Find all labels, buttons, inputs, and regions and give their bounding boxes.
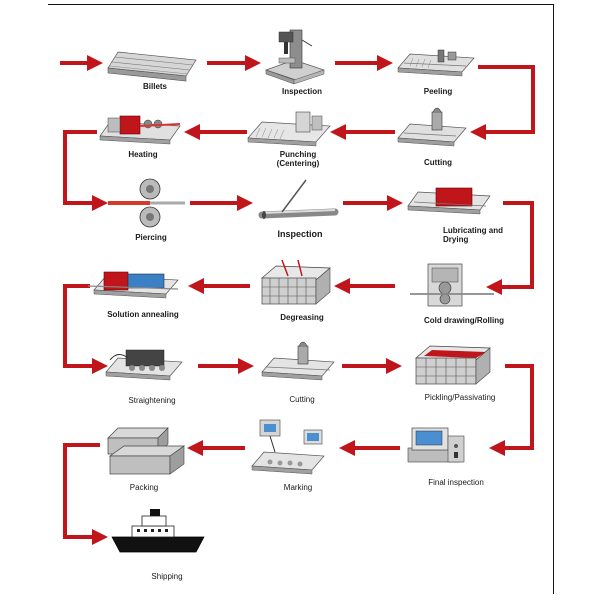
degreasing-tank-icon bbox=[261, 259, 331, 305]
heating-furnace-icon bbox=[99, 115, 181, 145]
label-straightening: Straightening bbox=[128, 396, 176, 405]
frame-right-line bbox=[553, 4, 554, 594]
label-inspection-1: Inspection bbox=[281, 87, 323, 96]
cutting-saw-icon bbox=[261, 341, 335, 381]
label-marking: Marking bbox=[283, 483, 313, 492]
label-peeling: Peeling bbox=[423, 87, 453, 96]
label-cold-drawing: Cold drawing/Rolling bbox=[424, 316, 504, 325]
arrow-heating-to-piercing bbox=[63, 130, 108, 211]
annealing-furnace-icon bbox=[87, 271, 179, 299]
marking-machine-icon bbox=[251, 419, 325, 475]
arrow-peeling-to-cutting bbox=[470, 65, 535, 140]
label-punching: Punching (Centering) bbox=[277, 150, 320, 168]
punching-icon bbox=[247, 111, 331, 147]
peeling-icon bbox=[397, 49, 475, 77]
packing-crates-icon bbox=[107, 427, 186, 475]
arrow-lubricating-to-cold-drawing bbox=[486, 201, 534, 295]
label-heating: Heating bbox=[128, 150, 158, 159]
label-final-inspection: Final inspection bbox=[428, 478, 484, 487]
straightening-icon bbox=[105, 349, 183, 381]
label-piercing: Piercing bbox=[135, 233, 167, 242]
label-cutting-1: Cutting bbox=[424, 158, 452, 167]
label-cutting-2: Cutting bbox=[289, 395, 315, 404]
label-pickling: Pickling/Passivating bbox=[424, 393, 496, 402]
frame-top-line bbox=[48, 4, 554, 5]
piercing-icon bbox=[108, 178, 185, 228]
label-punching-main: Punching bbox=[279, 150, 317, 159]
arrow-annealing-to-straightening bbox=[63, 284, 108, 374]
label-degreasing: Degreasing bbox=[280, 313, 324, 322]
inspection-tube-icon bbox=[258, 179, 339, 219]
label-lubricating-sub: Drying bbox=[443, 235, 469, 245]
final-inspection-icon bbox=[407, 427, 465, 463]
cold-drawing-icon bbox=[410, 263, 494, 307]
arrow-pickling-to-final-inspection bbox=[489, 364, 534, 456]
label-packing: Packing bbox=[129, 483, 159, 492]
label-shipping: Shipping bbox=[151, 572, 183, 581]
label-lubricating: Lubricating and Drying bbox=[443, 226, 503, 244]
label-punching-sub: (Centering) bbox=[276, 159, 320, 169]
label-lubricating-main: Lubricating and bbox=[443, 226, 503, 235]
label-billets: Billets bbox=[142, 82, 168, 91]
billets-icon bbox=[107, 51, 197, 82]
inspection-machine-icon bbox=[264, 29, 326, 85]
arrow-packing-to-shipping bbox=[63, 443, 108, 545]
pickling-tank-icon bbox=[415, 345, 491, 385]
label-solution-annealing: Solution annealing bbox=[107, 310, 179, 319]
cutting-icon bbox=[397, 107, 467, 147]
ship-icon bbox=[111, 509, 205, 553]
label-inspection-2: Inspection bbox=[277, 229, 323, 239]
lubricating-tank-icon bbox=[407, 187, 491, 215]
